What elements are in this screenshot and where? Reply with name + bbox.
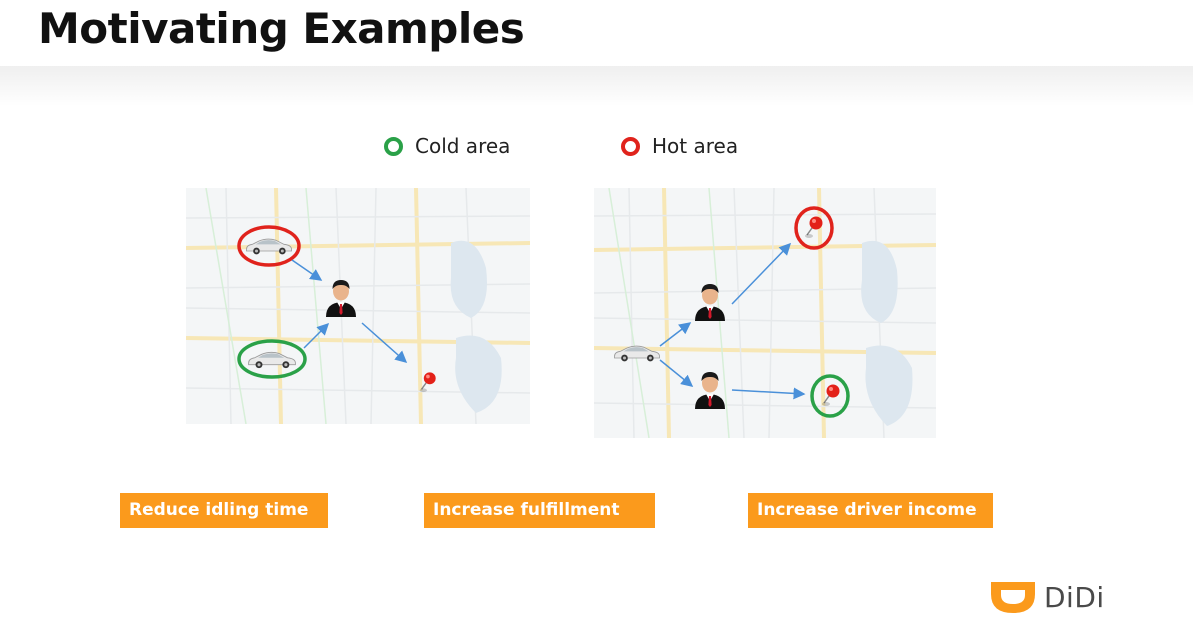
green-circle-icon	[384, 136, 403, 156]
map-background-right	[594, 188, 936, 438]
driver-icon	[326, 280, 356, 317]
hot-area-marker	[237, 225, 301, 267]
legend-cold-area: Cold area	[384, 134, 510, 158]
legend-cold-label: Cold area	[415, 134, 511, 158]
page-title: Motivating Examples	[38, 4, 525, 53]
map-overlay-left	[237, 225, 437, 393]
car-icon	[246, 238, 292, 255]
arrow	[731, 242, 792, 305]
hot-area-marker	[794, 206, 834, 250]
map-overlay-right	[614, 206, 850, 418]
arrow	[659, 359, 694, 387]
car-icon	[614, 345, 660, 362]
map-left	[186, 188, 530, 424]
didi-logo-icon	[991, 582, 1035, 613]
map-right	[594, 188, 936, 438]
driver-icon	[695, 284, 725, 321]
badge-increase-fulfillment: Increase fulfillment	[424, 493, 655, 528]
didi-logo-text: DiDi	[1044, 580, 1105, 614]
title-divider-shadow	[0, 66, 1193, 106]
badge-reduce-idling: Reduce idling time	[120, 493, 328, 528]
map-pin-icon	[804, 215, 824, 239]
didi-logo: DiDi	[988, 578, 1105, 616]
car-icon	[248, 351, 296, 369]
legend-hot-label: Hot area	[652, 134, 739, 158]
arrow	[731, 387, 806, 400]
badge-increase-driver-income: Increase driver income	[748, 493, 993, 528]
legend-hot-area: Hot area	[621, 134, 738, 158]
arrow	[659, 322, 692, 347]
arrow	[361, 322, 408, 363]
red-circle-icon	[621, 136, 640, 156]
map-pin-icon	[821, 383, 841, 407]
driver-icon	[695, 372, 725, 409]
map-pin-icon	[418, 371, 437, 393]
cold-area-marker	[810, 374, 850, 418]
arrow	[303, 322, 330, 349]
cold-area-marker	[237, 339, 307, 379]
arrow	[291, 259, 323, 281]
